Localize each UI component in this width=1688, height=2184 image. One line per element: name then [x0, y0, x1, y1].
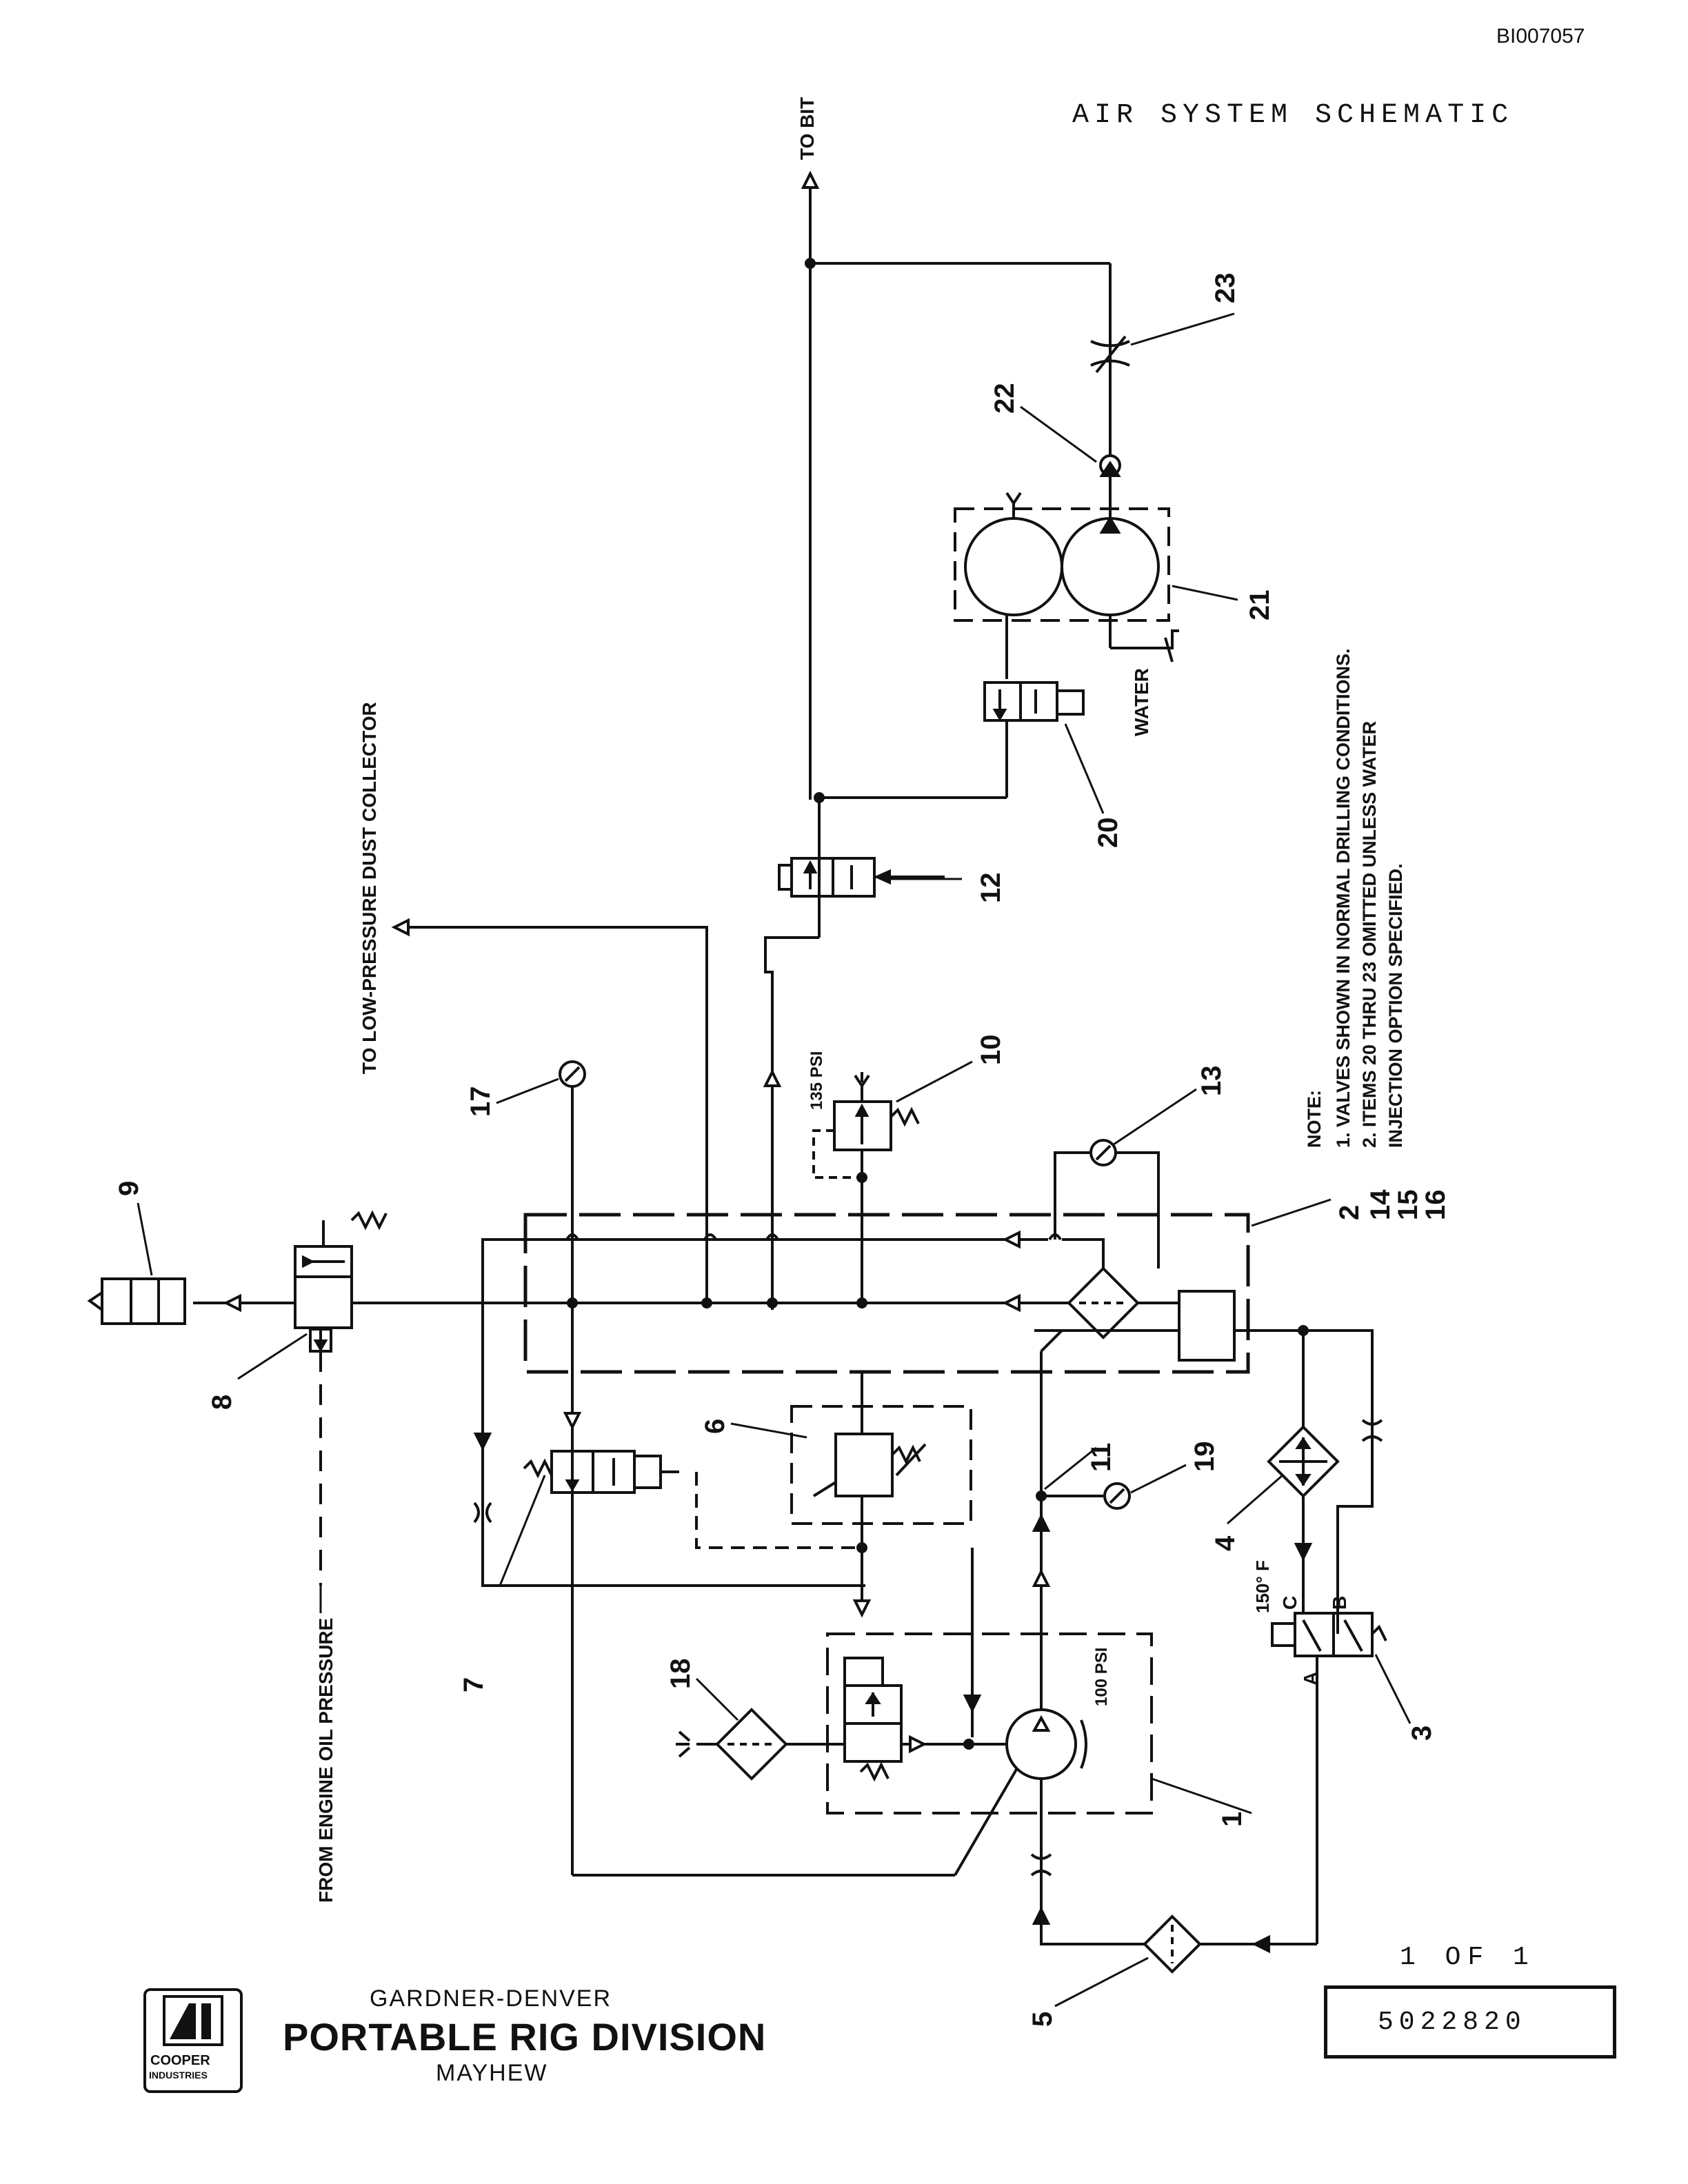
compressor-1: [572, 1548, 1153, 1925]
valve-12: [778, 857, 945, 898]
unloader-valve-6: [790, 1372, 972, 1618]
valve-8: [193, 1210, 483, 1586]
callout-11: 11: [1086, 1443, 1116, 1472]
company-name: GARDNER-DENVER: [370, 1985, 612, 2012]
document-id: BI007057: [1496, 25, 1585, 48]
callout-14: 14: [1365, 1189, 1396, 1220]
schematic-title: AIR SYSTEM SCHEMATIC: [1072, 100, 1514, 131]
label-150-f: 150° F: [1252, 1560, 1273, 1613]
callout-2: 2: [1334, 1205, 1365, 1220]
logo-text-cooper: COOPER: [150, 2053, 210, 2068]
oil-circuit: [1040, 1325, 1387, 1974]
discharge-line: [1032, 1329, 1131, 1710]
sheet-number: 1 OF 1: [1400, 1943, 1536, 1972]
label-water: WATER: [1131, 668, 1152, 736]
water-injection-branch: [954, 263, 1179, 798]
callout-12: 12: [976, 873, 1006, 904]
callout-15: 15: [1393, 1190, 1423, 1221]
flow-labels: TO BIT TO LOW-PRESSURE DUST COLLECTOR FR…: [315, 97, 1350, 1903]
label-to-bit: TO BIT: [796, 97, 818, 160]
drawing-number: 5022820: [1378, 2008, 1527, 2037]
label-135-psi: 135 PSI: [807, 1051, 826, 1110]
cooper-logo: [143, 1988, 243, 2093]
line-to-bit: [763, 170, 1110, 1310]
cooper-logo-mark: [163, 1995, 223, 2046]
callout-18: 18: [665, 1659, 696, 1690]
callout-4: 4: [1210, 1535, 1240, 1551]
note-line-3: INJECTION OPTION SPECIFIED.: [1385, 863, 1406, 1148]
filter-18: [676, 1708, 845, 1781]
location-name: MAYHEW: [436, 2060, 548, 2086]
callout-7: 7: [459, 1677, 489, 1692]
valve-7: [523, 1412, 862, 1549]
left-return-loop: [473, 1238, 865, 1587]
logo-text-industries: INDUSTRIES: [149, 2070, 208, 2081]
callout-21: 21: [1245, 590, 1275, 621]
callout-17: 17: [465, 1086, 496, 1118]
callout-9: 9: [114, 1181, 144, 1196]
line-to-dust-collector: [391, 918, 708, 1303]
callout-8: 8: [207, 1395, 237, 1410]
label-port-a: A: [1300, 1672, 1321, 1686]
note-heading: NOTE:: [1304, 1090, 1325, 1148]
drawing-number-box: [1324, 1985, 1616, 2059]
label-port-c: C: [1279, 1596, 1300, 1610]
gauge-13: [1054, 1139, 1160, 1268]
label-port-b: B: [1329, 1596, 1350, 1610]
callout-23: 23: [1210, 273, 1240, 304]
note-line-1: 1. VALVES SHOWN IN NORMAL DRILLING CONDI…: [1333, 648, 1354, 1148]
callout-6: 6: [700, 1419, 730, 1434]
callout-20: 20: [1093, 818, 1123, 849]
callout-16: 16: [1420, 1190, 1451, 1221]
label-dust-collector: TO LOW-PRESSURE DUST COLLECTOR: [359, 702, 380, 1074]
note-line-2: 2. ITEMS 20 THRU 23 OMITTED UNLESS WATER: [1359, 721, 1380, 1148]
callout-19: 19: [1189, 1442, 1220, 1473]
silencer-9: [87, 1277, 186, 1325]
label-100-psi: 100 PSI: [1092, 1648, 1111, 1706]
callout-5: 5: [1027, 2012, 1058, 2027]
callout-10: 10: [976, 1035, 1006, 1066]
label-engine-oil: FROM ENGINE OIL PRESSURE: [315, 1618, 336, 1903]
callout-22: 22: [989, 383, 1020, 414]
callout-1: 1: [1217, 1812, 1247, 1827]
callout-13: 13: [1196, 1066, 1227, 1097]
division-name: PORTABLE RIG DIVISION: [283, 2015, 767, 2059]
receiver-tank-2: [483, 1213, 1250, 1374]
callouts: 23 22 21 20 12 10 13 2 14 15 16 17 9 8 6…: [114, 273, 1451, 2028]
safety-valve-10: [812, 1072, 920, 1303]
callout-3: 3: [1407, 1726, 1437, 1741]
notes: NOTE: 1. VALVES SHOWN IN NORMAL DRILLING…: [1304, 648, 1406, 1148]
